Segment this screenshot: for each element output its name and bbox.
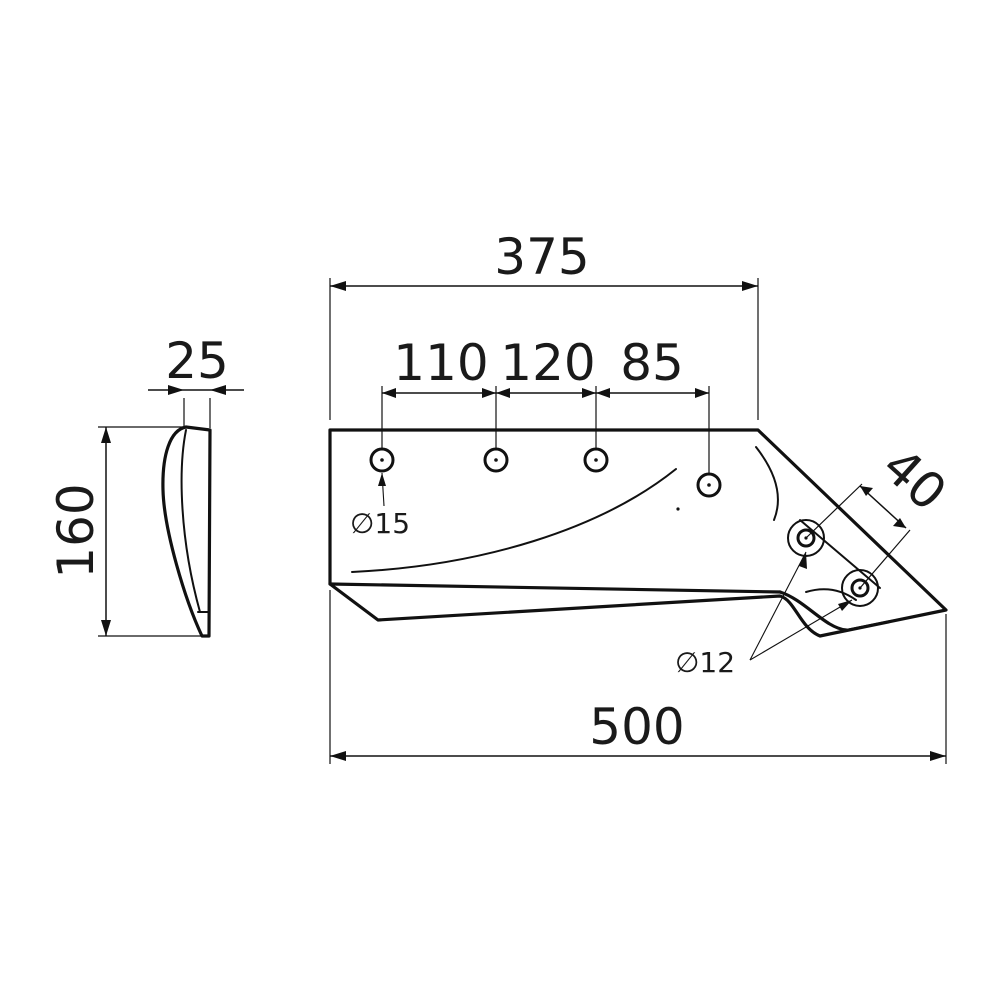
dim-40-arrow-2 — [893, 518, 906, 528]
dim-85-arrow-right — [695, 388, 709, 398]
front-view — [328, 428, 948, 638]
height-arrow-top — [101, 427, 111, 443]
thickness-arrow-right — [210, 385, 226, 395]
front-dimensions: 375 110 120 85 ∅15 40 — [329, 228, 957, 764]
height-label: 160 — [47, 483, 105, 578]
dim-375-label: 375 — [494, 228, 589, 286]
dia-15-label: ∅15 — [350, 507, 410, 540]
dim-85-arrow-left — [596, 388, 610, 398]
dim-120-label: 120 — [500, 334, 595, 392]
dim-40-ext-1 — [805, 483, 863, 539]
dim-375-arrow-left — [330, 281, 346, 291]
mounting-hole-2-center — [494, 458, 498, 462]
dim-110-arrow-right — [482, 388, 496, 398]
mounting-hole-1-center — [380, 458, 384, 462]
blade-face-dot — [676, 507, 680, 511]
side-view-inner-curve — [180, 429, 201, 613]
tip-hole-curl — [805, 588, 857, 601]
blade-tip-bevel — [778, 590, 848, 632]
dim-40-ext-2 — [859, 529, 911, 589]
height-arrow-bottom — [101, 620, 111, 636]
thickness-arrow-left — [168, 385, 184, 395]
dia-12-label: ∅12 — [675, 646, 735, 679]
dia-15-arrow — [378, 473, 386, 486]
dim-40-arrow-1 — [860, 486, 873, 496]
dia-12-arrow-2 — [838, 600, 852, 611]
blade-face-curve — [351, 468, 677, 573]
dim-110-label: 110 — [393, 334, 488, 392]
mounting-hole-4-center — [707, 483, 711, 487]
dim-375-arrow-right — [742, 281, 758, 291]
tip-hole-boss-2 — [841, 569, 879, 607]
dim-110-arrow-left — [382, 388, 396, 398]
dia-12-arrow-1 — [799, 552, 807, 569]
blade-outline — [328, 428, 948, 638]
dia-12-leader-2 — [749, 599, 853, 661]
blade-heel-curve — [755, 446, 779, 521]
side-view-outline — [161, 425, 212, 638]
dim-40-label: 40 — [871, 437, 957, 523]
dim-500-arrow-left — [330, 751, 346, 761]
blade-tip-inner-line — [845, 609, 947, 631]
dim-500-arrow-right — [930, 751, 946, 761]
blade-bevel-line — [328, 582, 782, 594]
dim-85-label: 85 — [620, 334, 684, 392]
dim-120-arrow-right — [582, 388, 596, 398]
mounting-hole-3-center — [594, 458, 598, 462]
dim-500-label: 500 — [589, 698, 684, 756]
dia-12-leader-1 — [749, 551, 807, 661]
dim-120-arrow-left — [496, 388, 510, 398]
side-view: 25 160 — [47, 332, 244, 638]
thickness-label: 25 — [165, 332, 229, 390]
